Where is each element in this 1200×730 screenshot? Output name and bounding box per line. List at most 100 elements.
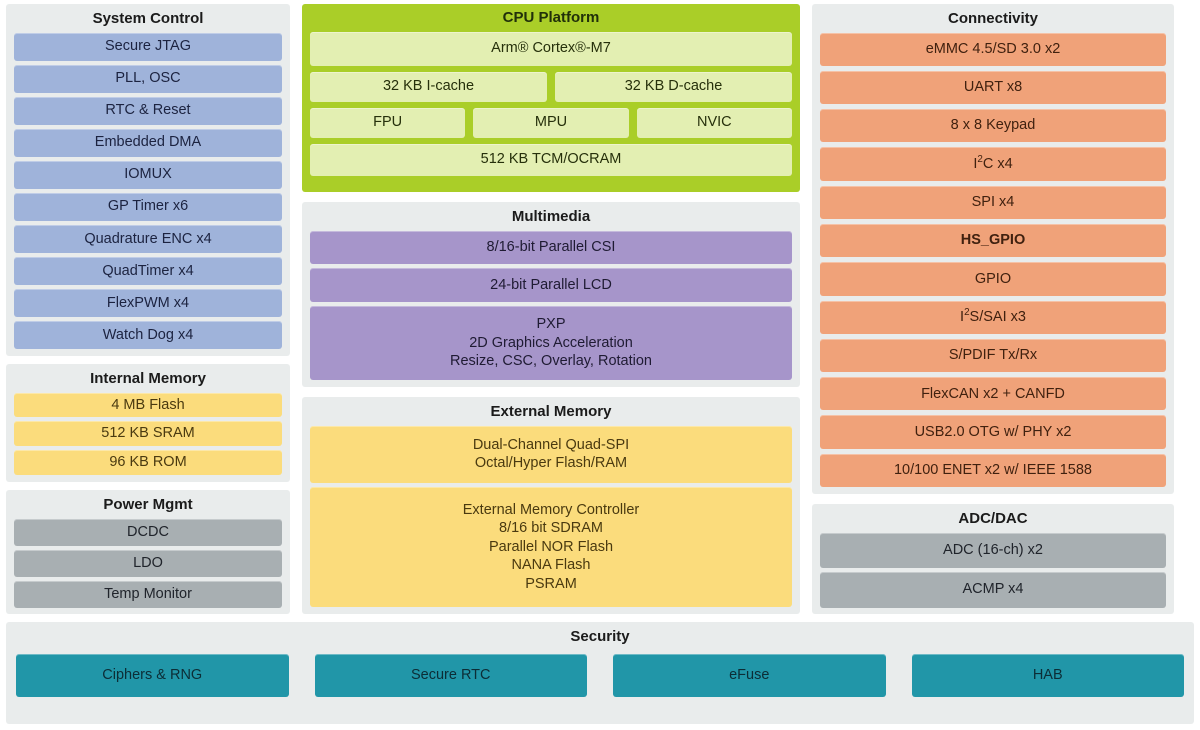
multimedia-block[interactable]: 8/16-bit Parallel CSI bbox=[310, 230, 792, 265]
internal-memory-block[interactable]: 512 KB SRAM bbox=[14, 421, 282, 447]
system-control-block[interactable]: Embedded DMA bbox=[14, 128, 282, 157]
multimedia-block[interactable]: 24-bit Parallel LCD bbox=[310, 268, 792, 303]
connectivity-block-label: 10/100 ENET x2 w/ IEEE 1588 bbox=[893, 462, 1092, 479]
power-mgmt-block[interactable]: LDO bbox=[14, 549, 282, 577]
connectivity-block[interactable]: 10/100 ENET x2 w/ IEEE 1588 bbox=[820, 453, 1166, 488]
system-control-block-label: Embedded DMA bbox=[94, 134, 202, 151]
diagram-columns: System Control Secure JTAG PLL, OSC RTC & … bbox=[6, 4, 1194, 615]
security-block[interactable]: Secure RTC bbox=[314, 653, 587, 697]
security-block-label: eFuse bbox=[729, 667, 770, 684]
power-mgmt-blocks: DCDC LDO Temp Monitor bbox=[14, 518, 282, 608]
panel-internal-memory: Internal Memory 4 MB Flash 512 KB SRAM 96 … bbox=[6, 364, 290, 482]
cpu-unit-block[interactable]: MPU bbox=[473, 107, 629, 138]
security-block[interactable]: eFuse bbox=[613, 653, 886, 697]
panel-cpu-platform: CPU Platform Arm® Cortex®-M7 32 KB I-cac… bbox=[302, 4, 800, 192]
system-control-block[interactable]: IOMUX bbox=[14, 160, 282, 189]
cpu-cache-block-label: 32 KB D-cache bbox=[624, 78, 723, 95]
cpu-tcm-block[interactable]: 512 KB TCM/OCRAM bbox=[310, 143, 792, 176]
connectivity-block[interactable]: 8 x 8 Keypad bbox=[820, 109, 1166, 143]
external-memory-block-label: Dual-Channel Quad-SPI bbox=[472, 436, 630, 453]
cpu-cache-block[interactable]: 32 KB D-cache bbox=[555, 71, 792, 102]
cpu-unit-block[interactable]: NVIC bbox=[636, 107, 792, 138]
cpu-cache-block-label: 32 KB I-cache bbox=[382, 78, 475, 95]
multimedia-block-label: 8/16-bit Parallel CSI bbox=[486, 239, 616, 256]
system-control-block[interactable]: Secure JTAG bbox=[14, 32, 282, 61]
system-control-block[interactable]: GP Timer x6 bbox=[14, 192, 282, 221]
connectivity-block[interactable]: UART x8 bbox=[820, 70, 1166, 105]
middle-column: CPU Platform Arm® Cortex®-M7 32 KB I-cac… bbox=[302, 4, 800, 615]
security-block-label: Secure RTC bbox=[410, 667, 491, 684]
connectivity-block-label: HS_GPIO bbox=[960, 232, 1026, 249]
multimedia-block-label: 2D Graphics Acceleration bbox=[469, 334, 633, 351]
system-control-block-label: PLL, OSC bbox=[115, 70, 181, 87]
cpu-core-label: Arm® Cortex®-M7 bbox=[491, 40, 611, 57]
security-block-label: HAB bbox=[1032, 667, 1063, 684]
security-blocks: Ciphers & RNG Secure RTC eFuse HAB bbox=[16, 653, 1184, 697]
power-mgmt-block-label: Temp Monitor bbox=[104, 585, 192, 602]
system-control-block[interactable]: Watch Dog x4 bbox=[14, 320, 282, 349]
cpu-unit-block[interactable]: FPU bbox=[310, 107, 466, 138]
connectivity-block-label: SPI x4 bbox=[971, 194, 1015, 211]
cpu-row-caches: 32 KB I-cache 32 KB D-cache bbox=[310, 71, 792, 102]
external-memory-block-label: 8/16 bit SDRAM bbox=[499, 520, 603, 537]
internal-memory-block[interactable]: 4 MB Flash bbox=[14, 392, 282, 418]
external-memory-block-label: PSRAM bbox=[525, 575, 577, 592]
system-control-block-label: IOMUX bbox=[124, 166, 172, 183]
panel-title-connectivity: Connectivity bbox=[947, 10, 1038, 27]
adc-dac-block[interactable]: ACMP x4 bbox=[820, 572, 1166, 608]
adc-dac-blocks: ADC (16-ch) x2 ACMP x4 bbox=[820, 532, 1166, 608]
adc-dac-block[interactable]: ADC (16-ch) x2 bbox=[820, 532, 1166, 568]
connectivity-block-label: USB2.0 OTG w/ PHY x2 bbox=[914, 423, 1072, 440]
connectivity-block[interactable]: I2C x4 bbox=[820, 147, 1166, 181]
cpu-core-block[interactable]: Arm® Cortex®-M7 bbox=[310, 31, 792, 66]
connectivity-block-label: UART x8 bbox=[963, 79, 1023, 96]
system-control-block-label: QuadTimer x4 bbox=[102, 262, 194, 279]
panel-title-internal-memory: Internal Memory bbox=[90, 370, 206, 387]
cpu-cache-block[interactable]: 32 KB I-cache bbox=[310, 71, 547, 102]
panel-title-system-control: System Control bbox=[92, 10, 204, 27]
connectivity-block[interactable]: S/PDIF Tx/Rx bbox=[820, 338, 1166, 373]
power-mgmt-block-label: LDO bbox=[133, 554, 163, 571]
security-block[interactable]: HAB bbox=[911, 653, 1184, 697]
multimedia-block-label: Resize, CSC, Overlay, Rotation bbox=[450, 353, 652, 370]
cpu-unit-block-label: NVIC bbox=[696, 114, 732, 131]
system-control-block[interactable]: RTC & Reset bbox=[14, 96, 282, 125]
system-control-block-label: FlexPWM x4 bbox=[106, 294, 190, 311]
multimedia-block-label: PXP bbox=[536, 316, 566, 333]
system-control-block-label: RTC & Reset bbox=[105, 102, 191, 119]
connectivity-block[interactable]: GPIO bbox=[820, 262, 1166, 296]
connectivity-block[interactable]: FlexCAN x2 + CANFD bbox=[820, 377, 1166, 411]
adc-dac-block-label: ACMP x4 bbox=[962, 581, 1024, 598]
system-control-block-label: Quadrature ENC x4 bbox=[84, 230, 212, 247]
connectivity-block-label: 8 x 8 Keypad bbox=[950, 117, 1036, 134]
connectivity-block[interactable]: USB2.0 OTG w/ PHY x2 bbox=[820, 415, 1166, 449]
connectivity-block[interactable]: SPI x4 bbox=[820, 185, 1166, 219]
system-control-block[interactable]: FlexPWM x4 bbox=[14, 288, 282, 317]
system-control-block-label: Watch Dog x4 bbox=[102, 326, 194, 343]
cpu-unit-block-label: MPU bbox=[534, 114, 568, 131]
panel-title-external-memory: External Memory bbox=[490, 403, 612, 420]
system-control-block[interactable]: QuadTimer x4 bbox=[14, 256, 282, 285]
system-control-block[interactable]: PLL, OSC bbox=[14, 64, 282, 93]
left-column: System Control Secure JTAG PLL, OSC RTC & … bbox=[6, 4, 290, 615]
connectivity-block-label: GPIO bbox=[974, 270, 1012, 287]
internal-memory-block[interactable]: 96 KB ROM bbox=[14, 450, 282, 475]
system-control-block[interactable]: Quadrature ENC x4 bbox=[14, 224, 282, 253]
connectivity-block[interactable]: HS_GPIO bbox=[820, 223, 1166, 258]
cpu-row-units: FPU MPU NVIC bbox=[310, 107, 792, 138]
power-mgmt-block[interactable]: Temp Monitor bbox=[14, 580, 282, 608]
connectivity-block[interactable]: I2S/SAI x3 bbox=[820, 300, 1166, 334]
external-memory-block-label: NANA Flash bbox=[511, 557, 591, 574]
cpu-row-core: Arm® Cortex®-M7 bbox=[310, 31, 792, 66]
cpu-row-tcm: 512 KB TCM/OCRAM bbox=[310, 143, 792, 176]
connectivity-block[interactable]: eMMC 4.5/SD 3.0 x2 bbox=[820, 32, 1166, 66]
power-mgmt-block[interactable]: DCDC bbox=[14, 518, 282, 546]
security-block[interactable]: Ciphers & RNG bbox=[16, 653, 289, 697]
